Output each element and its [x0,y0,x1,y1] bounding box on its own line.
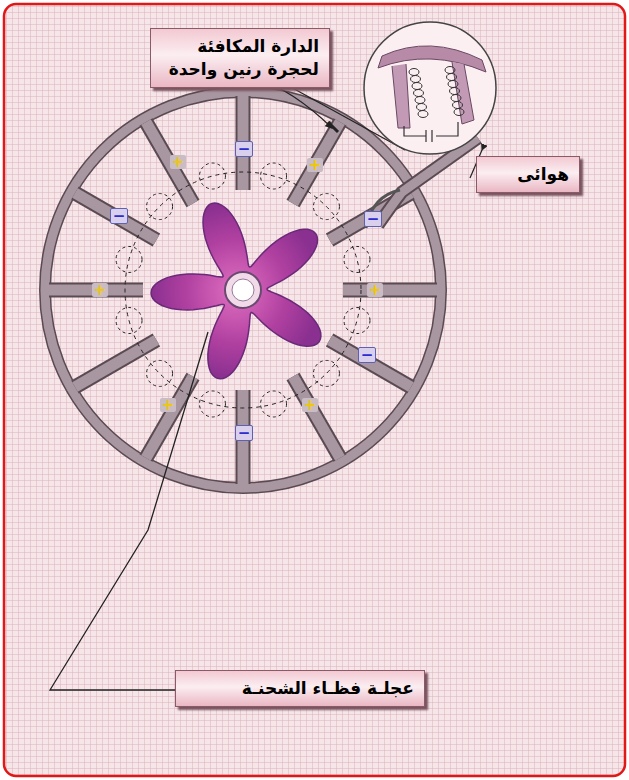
charge-sign: + [367,283,383,297]
field-loop [344,308,370,334]
charge-sign: − [235,425,253,441]
anode-vane [293,122,340,203]
field-loop [147,360,173,386]
anode-vane [146,377,193,458]
label-box: عجلـة فظـاء الشحنـة [175,670,425,707]
charge-sign: − [358,347,376,363]
label-text: عجلـة فظـاء الشحنـة [186,677,414,700]
charge-sign: + [302,398,318,412]
field-loop [147,194,173,220]
space-charge-wheel [151,203,321,379]
anode-vane [330,340,411,387]
anode-vane [146,122,193,203]
charge-sign: − [364,211,382,227]
anode-vane [146,122,193,203]
charge-sign: − [110,208,128,224]
callout-box: الدارة المكافئة لحجرة رنين واحدة [150,28,330,88]
field-loop [313,360,339,386]
anode-vane [146,377,193,458]
anode-vane [343,283,437,298]
charge-sign: + [307,158,323,172]
field-loop [199,163,225,189]
label-text: الدارة المكافئة لحجرة رنين واحدة [161,35,319,81]
anode-vane [49,283,143,298]
anode-vane [343,285,437,296]
charge-sign: − [235,141,253,157]
anode-vane [75,193,156,240]
charge-sign: + [160,398,176,412]
anode-vane [75,340,156,387]
anode-vane [75,193,156,240]
label-box: هوائى [476,156,580,193]
charge-sign: + [170,155,186,169]
anode-vane [293,377,340,458]
anode-vane [330,340,411,387]
field-loop [344,246,370,272]
anode-vane [293,377,340,458]
label-text: هوائى [487,163,569,186]
charge-sign: + [92,283,108,297]
anode-vane [75,340,156,387]
anode-vane [293,122,340,203]
